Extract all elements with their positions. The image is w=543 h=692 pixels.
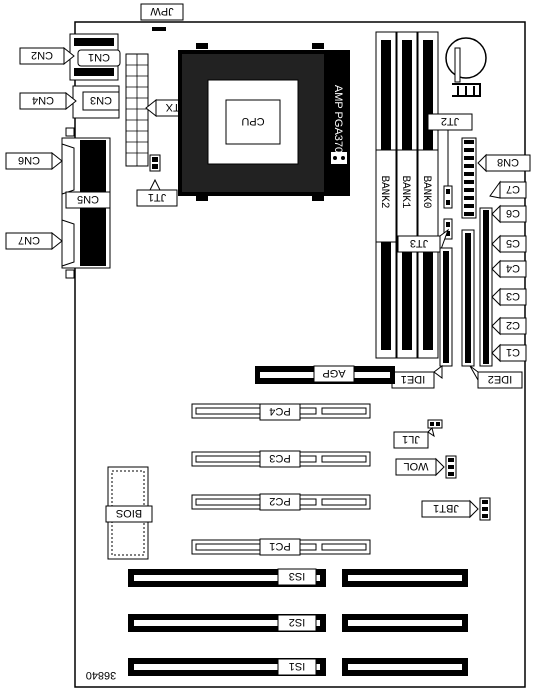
isa-slot-2: IS2: [128, 614, 468, 632]
c1-label: C1: [506, 346, 520, 358]
cn8-connector: CN8: [461, 137, 531, 219]
cn7-label: CN7: [18, 234, 40, 246]
c6-label: C6: [506, 207, 520, 219]
c7-label: C7: [506, 183, 520, 195]
c5-label: C5: [506, 237, 520, 249]
cn3-label: CN3: [90, 94, 112, 106]
cn5-connector-block: CN5: [61, 127, 111, 279]
ide1-label: IDE1: [401, 373, 425, 385]
cn6-tag: CN6: [5, 151, 63, 171]
c3-label: C3: [506, 290, 520, 302]
ide2-connector: IDE2: [461, 229, 523, 389]
jl1-jumper: JL1: [393, 419, 443, 449]
jbt1-jumper: JBT1: [421, 497, 491, 521]
wol-header: WOL: [395, 455, 457, 479]
agp-label: AGP: [322, 367, 345, 379]
dimm-bank-1: BANK1: [396, 31, 418, 359]
pci-slot-2: PC2: [191, 493, 371, 511]
is1-label: IS1: [289, 660, 306, 672]
ide1-connector: IDE1: [391, 247, 453, 389]
cn3-connector: CN3: [72, 85, 120, 119]
cn4-tag: CN4: [19, 91, 77, 111]
jt1-label: JT1: [148, 191, 166, 203]
isa-slot-1: IS1: [128, 658, 468, 676]
bios-label: BIOS: [116, 507, 142, 519]
c2-label: C2: [506, 319, 520, 331]
jt2-jumper: JT2: [427, 113, 473, 209]
bios-chip: BIOS: [105, 466, 153, 560]
isa-slot-3: IS3: [128, 568, 468, 587]
cn1-label: CN1: [88, 51, 110, 63]
jt1-jumper: JT1: [136, 154, 178, 207]
wol-label: WOL: [403, 460, 428, 472]
cn2-label: CN2: [31, 49, 53, 61]
jt3-jumper: JT3: [397, 218, 453, 253]
pci-slot-3: PC3: [191, 450, 371, 468]
pc2-label: PC2: [269, 495, 290, 507]
pc3-label: PC3: [269, 452, 290, 464]
jbt1-label: JBT1: [433, 502, 459, 514]
cn1-connector: CN1: [69, 33, 121, 81]
cn5-label: CN5: [77, 193, 99, 205]
pci-slot-4: PC4: [191, 403, 371, 421]
bank2-label: BANK2: [378, 175, 390, 208]
diagram-id: 36840: [86, 669, 117, 681]
dimm-bank-2: BANK2: [375, 31, 397, 359]
agp-slot: AGP: [255, 365, 395, 384]
battery: [445, 37, 487, 97]
jt2-label: JT2: [441, 115, 459, 127]
bank0-label: BANK0: [420, 175, 432, 208]
bank1-label: BANK1: [399, 175, 411, 208]
jpw-label: JPW: [150, 5, 174, 17]
cn8-label: CN8: [497, 156, 519, 168]
socket-label: AMP PGA370: [332, 85, 344, 153]
jt3-label: JT3: [410, 237, 428, 249]
jpw-header: JPW: [140, 3, 184, 31]
c4-label: C4: [506, 262, 520, 274]
cn7-tag: CN7: [5, 231, 63, 251]
cpu-label: CPU: [241, 115, 264, 127]
c-connectors: C7 C6 C5 C4 C3 C2 C1: [479, 180, 527, 367]
pci-slot-1: PC1: [191, 538, 371, 556]
dimm-bank-0: BANK0: [417, 31, 439, 359]
cn4-label: CN4: [32, 94, 54, 106]
jl1-label: JL1: [402, 433, 420, 445]
pc4-label: PC4: [269, 405, 290, 417]
cn6-label: CN6: [18, 154, 40, 166]
cn2-tag: CN2: [19, 46, 75, 66]
ide2-label: IDE2: [488, 373, 512, 385]
is3-label: IS3: [289, 570, 306, 582]
cpu-socket: CPU AMP PGA370: [178, 43, 350, 201]
pc1-label: PC1: [269, 540, 290, 552]
is2-label: IS2: [289, 616, 306, 628]
